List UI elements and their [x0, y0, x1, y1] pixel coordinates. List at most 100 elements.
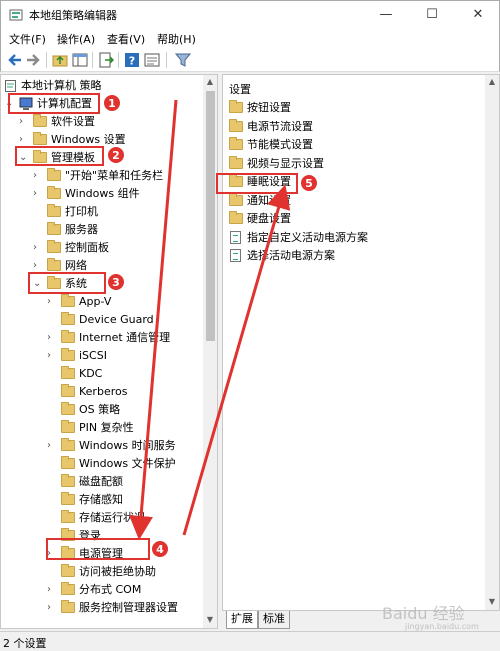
menu-help[interactable]: 帮助(H)	[157, 33, 196, 46]
computer-icon	[19, 97, 33, 110]
status-bar: 2 个设置	[0, 631, 500, 651]
policy-setting-icon	[230, 249, 241, 262]
collapsed-chevron-icon[interactable]: ›	[47, 440, 51, 451]
show-tree-icon[interactable]	[72, 52, 88, 68]
settings-item-label: 通知设置	[247, 193, 291, 207]
tab-extended[interactable]: 扩展	[226, 611, 258, 629]
collapsed-chevron-icon[interactable]: ›	[47, 350, 51, 361]
menu-action[interactable]: 操作(A)	[57, 33, 96, 46]
collapsed-chevron-icon[interactable]: ›	[47, 584, 51, 595]
collapsed-chevron-icon[interactable]: ›	[19, 116, 23, 127]
tree-item-label: KDC	[79, 367, 103, 380]
maximize-button[interactable]: ☐	[426, 7, 438, 22]
collapsed-chevron-icon[interactable]: ›	[33, 260, 37, 271]
menu-view[interactable]: 查看(V)	[107, 33, 146, 46]
scroll-down-arrow-icon[interactable]: ▼	[206, 615, 214, 624]
up-folder-icon[interactable]	[52, 52, 68, 68]
tree-root-label: 本地计算机 策略	[21, 79, 102, 92]
window-title: 本地组策略编辑器	[29, 9, 117, 22]
tree-item-label: 系统	[65, 277, 87, 290]
folder-icon	[61, 366, 75, 379]
tree-item-label: Windows 组件	[65, 187, 140, 200]
folder-icon	[61, 564, 75, 577]
folder-icon	[61, 456, 75, 469]
status-text: 2 个设置	[3, 637, 47, 650]
settings-scroll-up-icon[interactable]: ▲	[488, 77, 496, 86]
folder-icon	[47, 276, 61, 289]
tree-item-label: Windows 时间服务	[79, 439, 176, 452]
folder-icon	[61, 600, 75, 613]
back-arrow-icon[interactable]	[7, 52, 23, 68]
folder-icon	[61, 384, 75, 397]
annotation-badge-2: 2	[107, 146, 125, 164]
properties-icon[interactable]	[144, 52, 160, 68]
annotation-badge-3: 3	[107, 273, 125, 291]
collapsed-chevron-icon[interactable]: ›	[33, 242, 37, 253]
expanded-chevron-icon[interactable]: ⌄	[33, 278, 42, 289]
tree-item-label: 存储运行状况	[79, 511, 145, 524]
minimize-button[interactable]: —	[379, 7, 393, 22]
collapsed-chevron-icon[interactable]: ›	[47, 602, 51, 613]
tree-scrollbar[interactable]: ▲ ▼	[203, 75, 217, 628]
folder-icon	[61, 402, 75, 415]
settings-scroll-down-icon[interactable]: ▼	[488, 597, 496, 606]
help-icon[interactable]: ?	[124, 52, 140, 68]
folder-icon	[33, 150, 47, 163]
policy-editor-icon	[9, 9, 23, 21]
baidu-watermark-url: jingyan.baidu.com	[405, 622, 479, 631]
policy-setting-icon	[230, 230, 241, 244]
collapsed-chevron-icon[interactable]: ›	[47, 548, 51, 559]
filter-icon[interactable]	[175, 52, 191, 68]
folder-icon	[229, 137, 243, 150]
title-bar: 本地组策略编辑器 — ☐ ✕	[0, 0, 500, 28]
folder-icon	[229, 118, 243, 132]
tree-item-label: 网络	[65, 259, 87, 272]
annotation-badge-5: 5	[300, 174, 318, 192]
forward-arrow-icon[interactable]	[25, 52, 41, 68]
toolbar: ?	[0, 48, 500, 72]
tree-item-label: "开始"菜单和任务栏	[65, 169, 164, 182]
tree-item-label: Device Guard	[79, 313, 154, 326]
folder-icon	[229, 155, 243, 169]
tree-item-label: 电源管理	[79, 547, 123, 560]
folder-icon	[47, 204, 61, 217]
expanded-chevron-icon[interactable]: ⌄	[19, 152, 28, 163]
annotation-box-3	[28, 272, 106, 294]
settings-item-label: 指定自定义活动电源方案	[247, 230, 368, 244]
tree-item-label: 服务器	[65, 223, 98, 236]
folder-icon	[61, 492, 75, 505]
export-list-icon[interactable]	[98, 52, 114, 68]
folder-icon	[61, 582, 75, 595]
annotation-badge-4: 4	[151, 540, 169, 558]
settings-item-label: 电源节流设置	[247, 119, 313, 133]
tree-item-label: Kerberos	[79, 385, 128, 398]
folder-icon	[47, 240, 61, 253]
folder-icon	[229, 192, 243, 206]
tree-scroll-thumb[interactable]	[206, 91, 215, 341]
settings-item-label: 硬盘设置	[247, 212, 291, 225]
collapsed-chevron-icon[interactable]: ›	[33, 170, 37, 181]
baidu-watermark: Baidu 经验	[382, 604, 465, 623]
tree-item-label: 控制面板	[65, 241, 109, 254]
folder-icon	[61, 330, 75, 343]
svg-text:?: ?	[129, 55, 135, 68]
tab-standard[interactable]: 标准	[258, 611, 290, 629]
close-button[interactable]: ✕	[472, 7, 484, 22]
folder-icon	[61, 510, 75, 523]
collapsed-chevron-icon[interactable]: ›	[47, 296, 51, 307]
collapsed-chevron-icon[interactable]: ›	[19, 134, 23, 145]
tree-item-label: 存储感知	[79, 493, 123, 506]
annotation-box-2	[15, 146, 104, 166]
menu-file[interactable]: 文件(F)	[9, 33, 46, 46]
tree-item-label: 打印机	[65, 205, 98, 218]
folder-icon	[61, 312, 75, 325]
annotation-box-1	[8, 93, 100, 114]
folder-icon	[61, 528, 75, 541]
folder-icon	[61, 348, 75, 361]
settings-scrollbar[interactable]: ▲ ▼	[485, 75, 499, 610]
collapsed-chevron-icon[interactable]: ›	[33, 188, 37, 199]
settings-item-label: 视频与显示设置	[247, 156, 324, 170]
settings-pane[interactable]: 设置 按钮设置电源节流设置节能模式设置视频与显示设置睡眠设置通知设置硬盘设置指定…	[222, 74, 500, 611]
scroll-up-arrow-icon[interactable]: ▲	[206, 77, 214, 86]
collapsed-chevron-icon[interactable]: ›	[47, 332, 51, 343]
